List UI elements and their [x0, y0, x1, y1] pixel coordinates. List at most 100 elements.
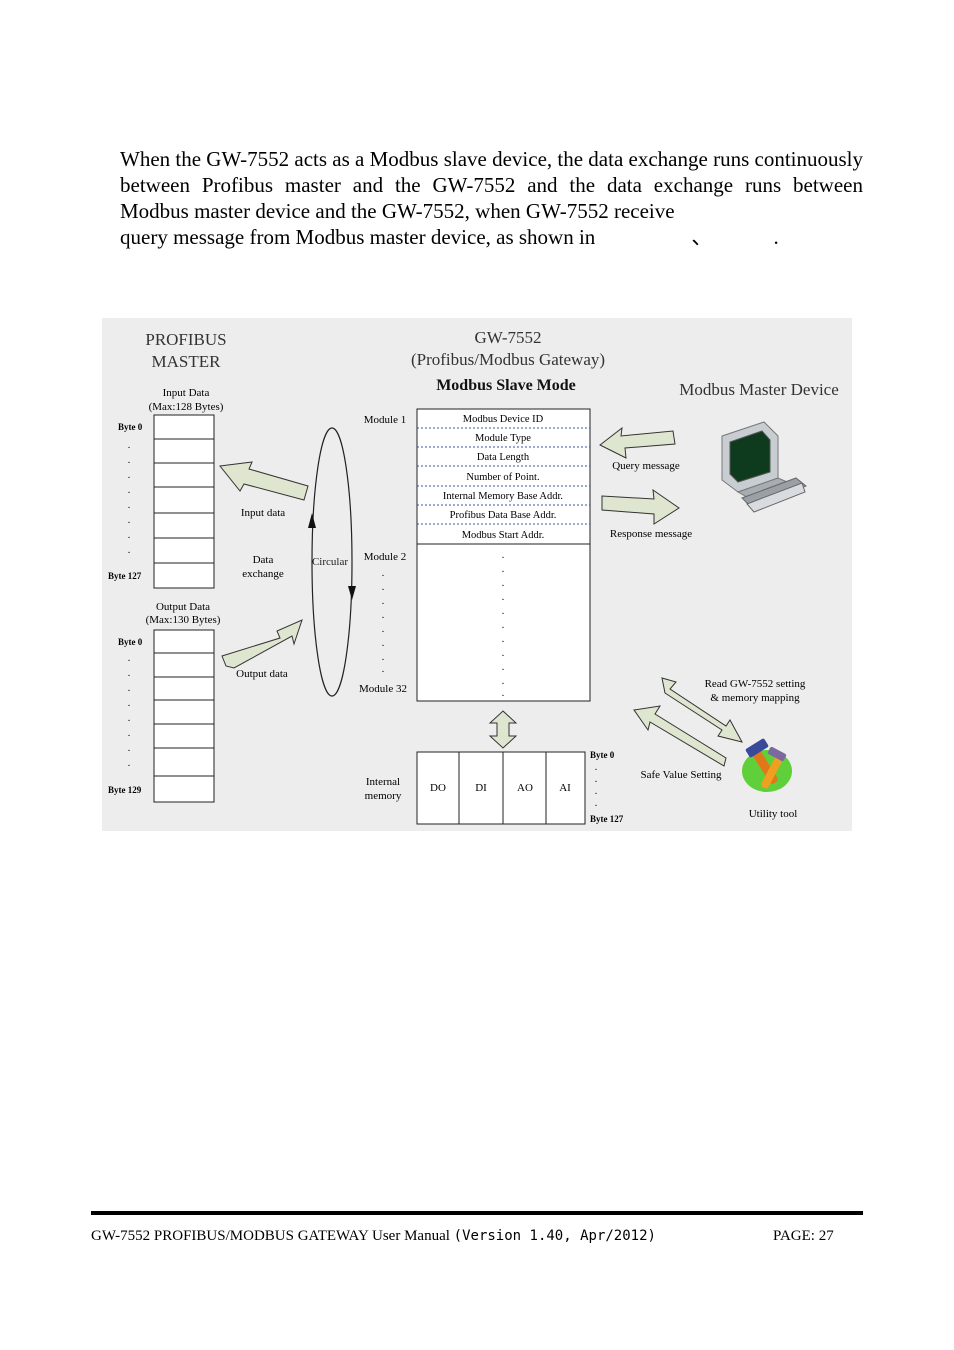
- svg-text:.: .: [502, 688, 505, 699]
- svg-text:.: .: [128, 455, 131, 466]
- module1-label: Module 1: [364, 414, 406, 426]
- input-data-arrow-label: Input data: [241, 507, 285, 519]
- mode-title: Modbus Slave Mode: [436, 377, 576, 394]
- safe-value-arrow: [633, 705, 727, 767]
- read-setting-label-2: & memory mapping: [710, 692, 800, 704]
- svg-text:.: .: [502, 620, 505, 631]
- profibus-title-1: PROFIBUS: [145, 330, 226, 349]
- byte127-memory: Byte 127: [590, 814, 624, 824]
- output-data-arrow: [221, 619, 303, 669]
- svg-text:.: .: [382, 610, 385, 621]
- paragraph-tail: 、 .: [691, 225, 807, 249]
- data-exchange-label-2: exchange: [242, 568, 284, 580]
- memory-cell-do: DO: [430, 782, 446, 794]
- safe-value-label: Safe Value Setting: [640, 769, 722, 781]
- svg-text:.: .: [128, 743, 131, 754]
- memory-cell-di: DI: [475, 782, 487, 794]
- module32-label: Module 32: [359, 683, 407, 695]
- profibus-title-2: MASTER: [152, 352, 222, 371]
- paragraph-last-line: query message from Modbus master device,…: [120, 224, 863, 250]
- module-table-dots: ... ... ... ..: [502, 550, 505, 699]
- svg-text:.: .: [502, 564, 505, 575]
- response-message-label: Response message: [610, 528, 692, 540]
- input-data-label: Input Data: [163, 387, 210, 399]
- svg-text:.: .: [128, 485, 131, 496]
- footer-rule: [91, 1211, 863, 1215]
- gateway-diagram: PROFIBUS MASTER GW-7552 (Profibus/Modbus…: [102, 318, 852, 831]
- svg-text:.: .: [128, 500, 131, 511]
- svg-text:.: .: [128, 515, 131, 526]
- output-dots: ... ... ..: [128, 653, 131, 769]
- read-setting-label-1: Read GW-7552 setting: [705, 678, 806, 690]
- footer-manual-name: GW-7552 PROFIBUS/MODBUS GATEWAY User Man…: [91, 1228, 454, 1244]
- data-exchange-label-1: Data: [253, 554, 274, 566]
- memory-dots: ....: [595, 762, 598, 809]
- internal-memory-label-1: Internal: [366, 776, 400, 788]
- svg-text:.: .: [128, 713, 131, 724]
- paragraph-text: When the GW-7552 acts as a Modbus slave …: [120, 147, 863, 223]
- gw-subtitle: (Profibus/Modbus Gateway): [411, 350, 605, 369]
- memory-table: [416, 751, 586, 825]
- svg-text:.: .: [595, 798, 598, 809]
- circular-arrow-down: [348, 586, 356, 600]
- svg-text:.: .: [128, 683, 131, 694]
- circular-label: Circular: [312, 556, 348, 568]
- field-modbus-start-addr: Modbus Start Addr.: [462, 530, 545, 541]
- paragraph-last-text: query message from Modbus master device,…: [120, 225, 596, 249]
- read-setting-arrow: [661, 677, 743, 743]
- module-table: [416, 408, 591, 702]
- svg-text:.: .: [595, 762, 598, 773]
- svg-text:.: .: [382, 664, 385, 675]
- svg-text:.: .: [382, 638, 385, 649]
- svg-text:.: .: [128, 728, 131, 739]
- svg-text:.: .: [128, 440, 131, 451]
- memory-double-arrow: [488, 710, 518, 749]
- field-internal-memory-base: Internal Memory Base Addr.: [443, 491, 563, 502]
- output-byte-table: [153, 629, 215, 803]
- svg-text:.: .: [502, 550, 505, 561]
- output-data-arrow-label: Output data: [236, 668, 288, 680]
- utility-tool-icon: [742, 738, 792, 792]
- byte0-input: Byte 0: [118, 422, 143, 432]
- memory-cell-ao: AO: [517, 782, 533, 794]
- modbus-master-title: Modbus Master Device: [679, 380, 839, 399]
- byte129-output: Byte 129: [108, 785, 142, 795]
- svg-text:.: .: [382, 596, 385, 607]
- input-dots: ... ... ..: [128, 440, 131, 556]
- field-number-of-point: Number of Point.: [466, 472, 539, 483]
- internal-memory-label-2: memory: [365, 790, 402, 802]
- svg-text:.: .: [502, 606, 505, 617]
- field-module-type: Module Type: [475, 433, 531, 444]
- memory-cell-ai: AI: [559, 782, 571, 794]
- svg-text:.: .: [502, 578, 505, 589]
- gw-title: GW-7552: [474, 328, 541, 347]
- input-byte-table: [153, 414, 215, 589]
- module2-label: Module 2: [364, 551, 406, 563]
- svg-text:.: .: [502, 648, 505, 659]
- computer-icon: [721, 421, 807, 513]
- byte0-output: Byte 0: [118, 637, 143, 647]
- response-message-arrow: [601, 488, 680, 525]
- query-message-label: Query message: [612, 460, 680, 472]
- svg-text:.: .: [128, 653, 131, 664]
- svg-text:.: .: [595, 774, 598, 785]
- svg-text:.: .: [128, 758, 131, 769]
- field-data-length: Data Length: [477, 452, 530, 463]
- query-message-arrow: [599, 426, 676, 459]
- svg-text:.: .: [128, 470, 131, 481]
- field-profibus-data-base: Profibus Data Base Addr.: [450, 510, 557, 521]
- byte0-memory: Byte 0: [590, 750, 615, 760]
- svg-text:.: .: [382, 652, 385, 663]
- svg-text:.: .: [382, 568, 385, 579]
- field-modbus-device-id: Modbus Device ID: [463, 414, 544, 425]
- svg-text:.: .: [128, 530, 131, 541]
- svg-text:.: .: [128, 668, 131, 679]
- footer-version: (Version 1.40, Apr/2012): [453, 1228, 656, 1244]
- circular-loop: [311, 427, 353, 697]
- memory-cells: DO DI AO AI: [430, 782, 571, 794]
- utility-tool-label: Utility tool: [749, 808, 798, 820]
- output-data-max: (Max:130 Bytes): [146, 614, 221, 626]
- footer-page-number: PAGE: 27: [773, 1228, 834, 1244]
- byte127-input: Byte 127: [108, 571, 142, 581]
- footer-manual-title: GW-7552 PROFIBUS/MODBUS GATEWAY User Man…: [91, 1228, 656, 1245]
